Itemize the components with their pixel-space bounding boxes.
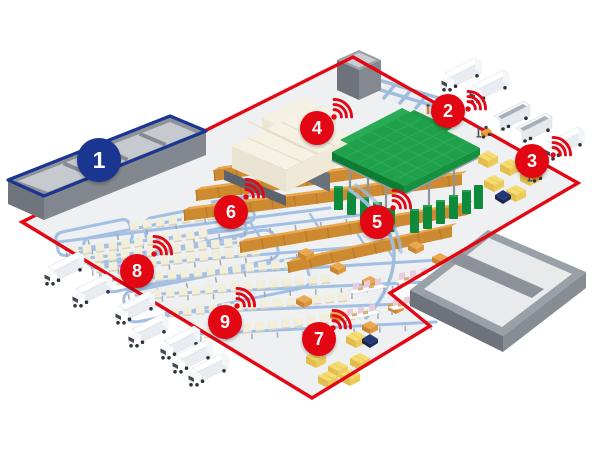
hotspot-number: 9 (219, 311, 230, 332)
hotspot-marker-7[interactable]: 7 (302, 322, 336, 356)
hotspot-marker-1[interactable]: 1 (77, 138, 121, 182)
hotspot-number: 8 (131, 260, 142, 281)
hotspot-marker-5[interactable]: 5 (360, 205, 394, 239)
hotspot-number: 4 (311, 117, 322, 138)
hotspot-number: 3 (526, 150, 537, 171)
red-boundary (18, 55, 582, 400)
hotspot-marker-8[interactable]: 8 (120, 254, 154, 288)
hotspot-marker-3[interactable]: 3 (515, 144, 549, 178)
storage-annex-building (337, 50, 381, 100)
hotspot-number: 6 (225, 201, 236, 222)
hotspot-number: 2 (442, 100, 453, 121)
conveyor-legs (65, 212, 449, 342)
hotspot-number: 7 (313, 328, 324, 349)
hotspot-marker-2[interactable]: 2 (431, 94, 465, 128)
hotspot-marker-4[interactable]: 4 (300, 111, 334, 145)
hotspot-marker-9[interactable]: 9 (208, 305, 242, 339)
hotspot-marker-6[interactable]: 6 (214, 195, 248, 229)
worker-person (425, 102, 431, 115)
hotspot-number: 1 (92, 146, 106, 173)
hotspot-number: 5 (371, 211, 382, 232)
